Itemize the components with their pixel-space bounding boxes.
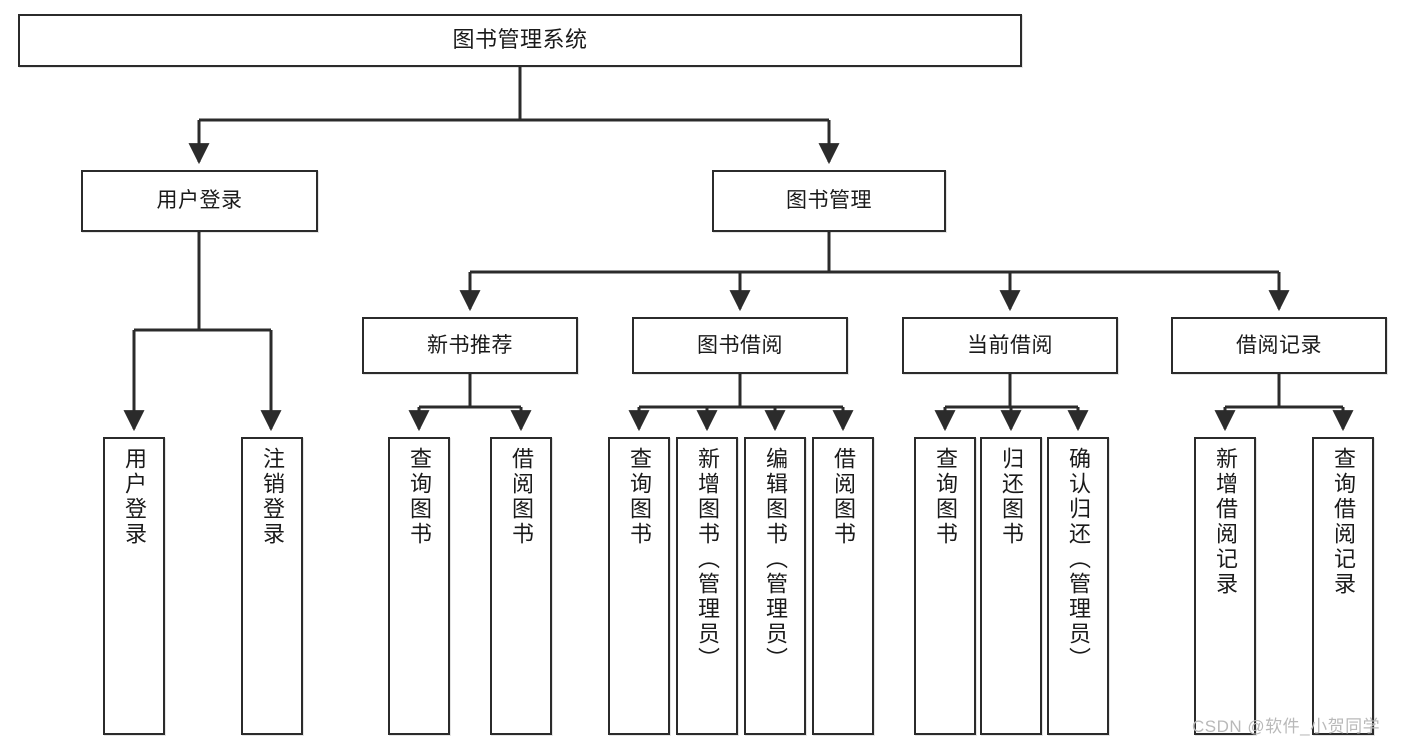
node-root[interactable]: 图书管理系统	[18, 14, 1022, 67]
node-current-borrow-label: 当前借阅	[967, 333, 1053, 357]
node-new-book-recommend-label: 新书推荐	[427, 333, 513, 357]
node-leaf-edit-book-label: 编辑图书（管理员）	[762, 447, 788, 672]
node-leaf-confirm-return-label: 确认归还（管理员）	[1065, 447, 1091, 672]
node-leaf-logout-login[interactable]: 注销登录	[241, 437, 303, 735]
node-leaf-query-book-2[interactable]: 查询图书	[608, 437, 670, 735]
node-leaf-add-book[interactable]: 新增图书（管理员）	[676, 437, 738, 735]
node-leaf-query-record[interactable]: 查询借阅记录	[1312, 437, 1374, 735]
node-book-borrow[interactable]: 图书借阅	[632, 317, 848, 374]
node-leaf-edit-book[interactable]: 编辑图书（管理员）	[744, 437, 806, 735]
node-leaf-user-login-label: 用户登录	[121, 447, 147, 547]
node-leaf-query-record-label: 查询借阅记录	[1330, 447, 1356, 597]
node-new-book-recommend[interactable]: 新书推荐	[362, 317, 578, 374]
node-leaf-query-book-1-label: 查询图书	[406, 447, 432, 547]
node-book-manage[interactable]: 图书管理	[712, 170, 946, 232]
node-leaf-logout-login-label: 注销登录	[259, 447, 285, 547]
node-current-borrow[interactable]: 当前借阅	[902, 317, 1118, 374]
node-leaf-query-book-2-label: 查询图书	[626, 447, 652, 547]
node-leaf-add-book-label: 新增图书（管理员）	[694, 447, 720, 672]
node-book-manage-label: 图书管理	[786, 189, 872, 213]
node-user-login[interactable]: 用户登录	[81, 170, 318, 232]
node-root-label: 图书管理系统	[452, 27, 588, 53]
node-leaf-add-record-label: 新增借阅记录	[1212, 447, 1238, 597]
node-borrow-record-label: 借阅记录	[1236, 333, 1322, 357]
node-leaf-return-book[interactable]: 归还图书	[980, 437, 1042, 735]
node-leaf-query-book-3[interactable]: 查询图书	[914, 437, 976, 735]
node-leaf-borrow-book-1-label: 借阅图书	[508, 447, 534, 547]
node-user-login-label: 用户登录	[156, 189, 243, 213]
node-leaf-user-login[interactable]: 用户登录	[103, 437, 165, 735]
node-leaf-borrow-book-1[interactable]: 借阅图书	[490, 437, 552, 735]
node-leaf-confirm-return[interactable]: 确认归还（管理员）	[1047, 437, 1109, 735]
node-leaf-borrow-book-2[interactable]: 借阅图书	[812, 437, 874, 735]
node-book-borrow-label: 图书借阅	[697, 333, 783, 357]
node-leaf-borrow-book-2-label: 借阅图书	[830, 447, 856, 547]
node-borrow-record[interactable]: 借阅记录	[1171, 317, 1387, 374]
node-leaf-add-record[interactable]: 新增借阅记录	[1194, 437, 1256, 735]
node-leaf-query-book-1[interactable]: 查询图书	[388, 437, 450, 735]
node-leaf-return-book-label: 归还图书	[998, 447, 1024, 547]
node-leaf-query-book-3-label: 查询图书	[932, 447, 958, 547]
watermark-text: CSDN @软件_小贺同学	[1192, 717, 1381, 736]
